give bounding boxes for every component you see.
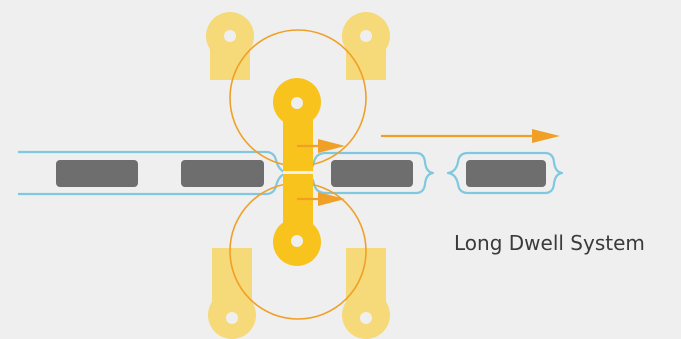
mount-bottom-left bbox=[208, 248, 256, 339]
package-2 bbox=[181, 160, 264, 187]
sealer-pivot-bottom bbox=[291, 235, 303, 247]
sealer-pivot-top bbox=[291, 97, 303, 109]
sealer-mounts bbox=[206, 12, 390, 339]
mount-top-left bbox=[206, 12, 254, 80]
arrow-upper-jaw bbox=[297, 139, 345, 153]
mount-bottom-right bbox=[342, 248, 390, 339]
system-caption: Long Dwell System bbox=[454, 231, 645, 255]
sealer-bar bbox=[273, 78, 321, 266]
mount-top-right bbox=[342, 12, 390, 80]
packages bbox=[56, 160, 546, 187]
film-tube-right-1 bbox=[300, 151, 435, 195]
package-3 bbox=[331, 160, 413, 187]
film-tube-right-2 bbox=[446, 151, 564, 195]
seal-gap bbox=[283, 171, 313, 174]
package-1 bbox=[56, 160, 138, 187]
motion-arrows bbox=[297, 129, 560, 206]
package-4 bbox=[466, 160, 546, 187]
arrow-film-flow bbox=[381, 129, 560, 143]
arrow-lower-jaw bbox=[297, 192, 345, 206]
